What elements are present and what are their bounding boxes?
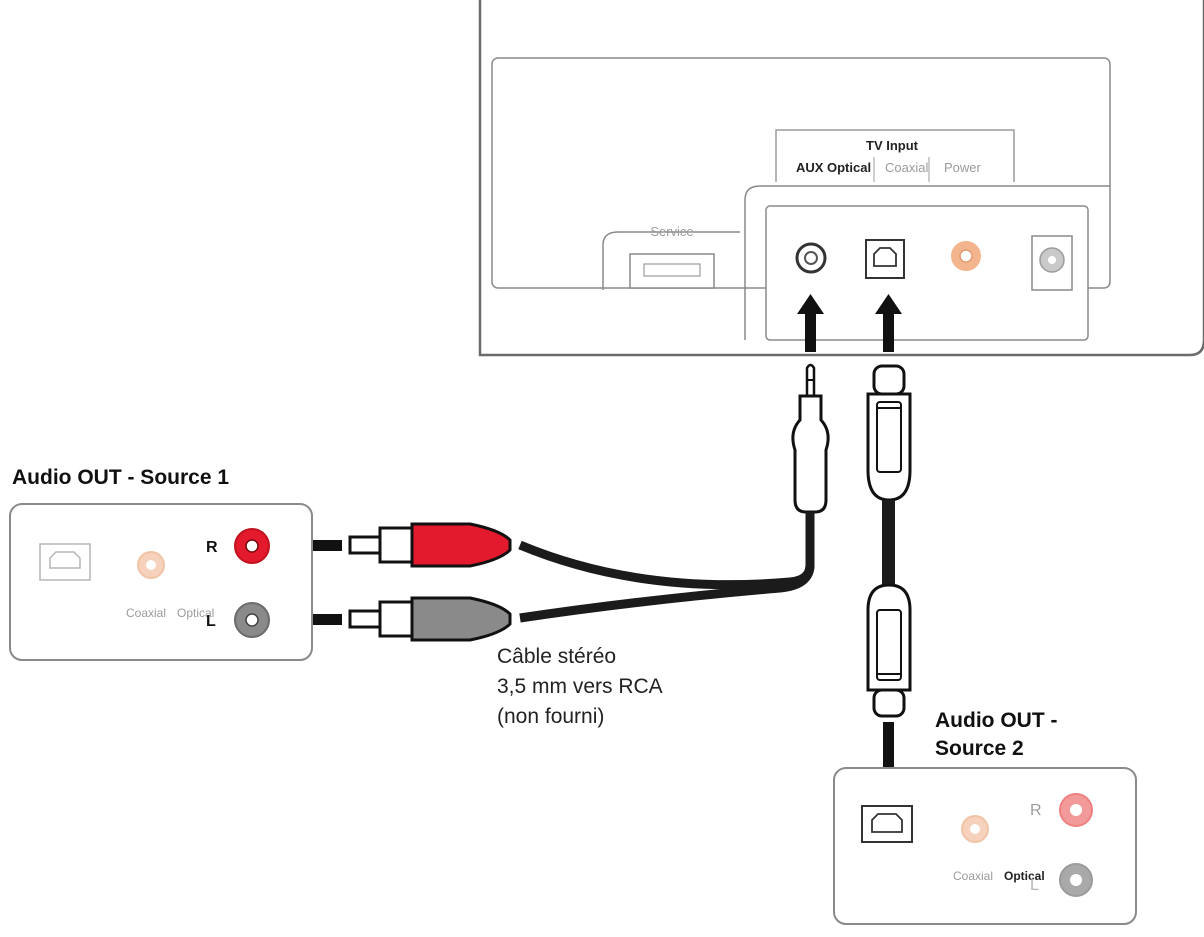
source1-title: Audio OUT - Source 1 <box>12 466 229 489</box>
rca-plug-grey <box>348 596 512 642</box>
port-label-box <box>775 129 1015 182</box>
rca-pin <box>348 609 382 629</box>
soundbar-panel-step <box>744 185 1110 340</box>
optical-plug-tip <box>872 688 906 718</box>
arrow-shaft <box>300 614 342 625</box>
optical-plug-grip <box>876 401 902 473</box>
jack-body <box>791 394 830 514</box>
source2-title-line2: Source 2 <box>935 737 1024 760</box>
port-group-title: TV Input <box>866 138 919 153</box>
soundbar-port-bay <box>765 205 1089 341</box>
rca-jack-center <box>245 613 259 627</box>
optical-plug-lower <box>866 583 912 718</box>
source1-label-optical: Optical <box>177 606 214 620</box>
arrows-to-soundbar <box>797 294 902 352</box>
source1-panel <box>9 503 313 661</box>
source2-jack-r-label: R <box>1030 802 1042 819</box>
soundbar-service-step <box>602 231 740 290</box>
power-pin <box>1048 256 1056 264</box>
rca-jack-center <box>1070 804 1082 816</box>
source1-device: Audio OUT - Source 1 Coaxial Optical R L <box>9 466 313 661</box>
optical-port-shape <box>873 247 897 267</box>
optical-port <box>865 239 905 279</box>
source2-panel <box>833 767 1137 925</box>
soundbar: TV Input AUX Optical Coaxial Power Servi… <box>478 0 1204 357</box>
stereo-cable <box>518 512 815 623</box>
source1-jack-r-label: R <box>206 539 218 556</box>
cable-wire-grey <box>519 512 815 623</box>
source2-optical-port <box>861 805 913 843</box>
optical-plug-grip <box>876 609 902 681</box>
optical-port-shape <box>871 813 903 833</box>
coax-center <box>970 824 980 834</box>
source2-jack-l-label: L <box>1030 877 1039 894</box>
jack-plug-3-5mm <box>791 363 830 514</box>
service-label: Service <box>650 224 693 239</box>
rca-pin <box>348 535 382 555</box>
source1-label-coaxial: Coaxial <box>126 606 166 620</box>
source2-label-optical: Optical <box>1004 869 1045 883</box>
arrow-up-icon <box>797 294 824 314</box>
caption-line-2: 3,5 mm vers RCA <box>497 675 663 698</box>
port-label-aux: AUX <box>796 160 824 175</box>
cable-wire-red <box>518 512 815 590</box>
optical-plug-tip <box>872 364 906 396</box>
arrow-shaft <box>805 312 816 352</box>
port-label-coaxial: Coaxial <box>885 160 928 175</box>
optical-cable <box>882 500 895 590</box>
source2-device: Audio OUT - Source 2 Coaxial Optical R L <box>833 709 1137 925</box>
arrow-shaft <box>883 722 894 782</box>
rca-red-body <box>410 522 512 568</box>
rca-jack-center <box>1070 874 1082 886</box>
caption-line-3: (non fourni) <box>497 705 604 728</box>
port-label-power: Power <box>944 160 982 175</box>
port-label-optical: Optical <box>827 160 871 175</box>
coaxial-port-center <box>959 249 973 263</box>
arrow-shaft <box>300 540 342 551</box>
arrow-up-icon <box>875 294 902 314</box>
optical-plug-upper <box>866 364 912 502</box>
coax-center <box>146 560 156 570</box>
rca-jack-center <box>245 539 259 553</box>
cable-caption: Câble stéréo 3,5 mm vers RCA (non fourni… <box>497 645 663 728</box>
usb-slot <box>643 263 701 277</box>
source2-label-coaxial: Coaxial <box>953 869 993 883</box>
optical-port-shape <box>49 551 81 569</box>
rca-plug-red <box>348 522 512 568</box>
source2-title-line1: Audio OUT - <box>935 709 1057 732</box>
source1-optical-port <box>39 543 91 581</box>
aux-jack-hole <box>804 251 818 265</box>
arrow-shaft <box>883 312 894 352</box>
caption-line-1: Câble stéréo <box>497 645 616 668</box>
source1-jack-l-label: L <box>206 613 216 630</box>
rca-grey-body <box>410 596 512 642</box>
